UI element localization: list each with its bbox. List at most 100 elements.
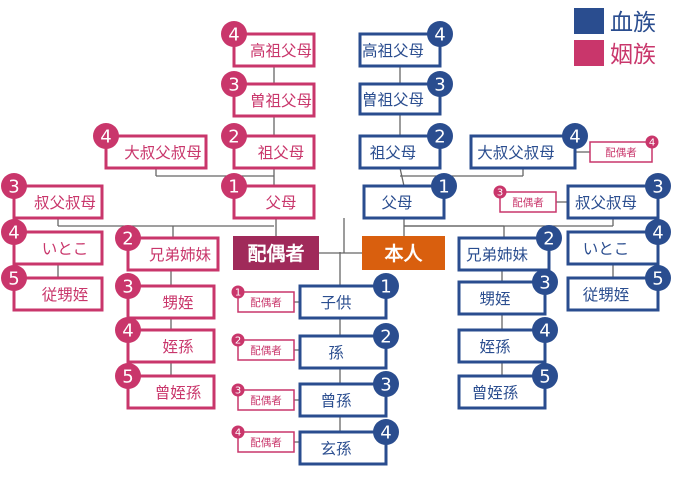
node-box bbox=[126, 328, 216, 364]
degree-number: 3 bbox=[122, 277, 133, 298]
degree-number: 4 bbox=[228, 25, 239, 46]
degree-number: 3 bbox=[434, 75, 445, 96]
node-box bbox=[457, 374, 547, 410]
degree-number: 1 bbox=[438, 177, 449, 198]
degree-number: 2 bbox=[380, 327, 391, 348]
degree-badge bbox=[532, 363, 558, 389]
node-b-teison: 姪孫4 bbox=[457, 317, 558, 364]
node-box bbox=[237, 389, 295, 411]
node-s-mago: 配偶者 2 bbox=[231, 333, 295, 361]
degree-badge bbox=[231, 425, 245, 439]
degree-badge bbox=[373, 419, 399, 445]
node-label: 配偶者 bbox=[512, 196, 544, 209]
degree-number: 2 bbox=[543, 229, 554, 250]
node-box bbox=[126, 374, 216, 410]
legend-item-inlaw: 姻族 bbox=[574, 40, 656, 68]
degree-number: 5 bbox=[652, 269, 663, 290]
node-box bbox=[499, 191, 557, 213]
node-b-himago: 曾孫 3 bbox=[298, 371, 399, 418]
degree-number: 3 bbox=[380, 375, 391, 396]
degree-badge bbox=[93, 123, 119, 149]
legend-label: 血族 bbox=[610, 10, 656, 36]
node-s-ko: 配偶者 1 bbox=[231, 285, 295, 313]
node-box bbox=[298, 382, 388, 418]
degree-badge bbox=[532, 269, 558, 295]
node-b-fubo: 父母 1 bbox=[362, 173, 457, 220]
node-box bbox=[457, 328, 547, 364]
node-box bbox=[589, 141, 653, 163]
degree-number: 4 bbox=[380, 423, 391, 444]
degree-badge bbox=[645, 135, 659, 149]
node-box bbox=[237, 291, 295, 313]
node-label: 本人 bbox=[384, 242, 423, 265]
node-label: 叔父叔母 bbox=[34, 194, 96, 212]
node-label: 父母 bbox=[265, 194, 296, 212]
node-box bbox=[566, 184, 660, 220]
degree-number: 2 bbox=[122, 229, 133, 250]
degree-number: 3 bbox=[228, 75, 239, 96]
degree-number: 4 bbox=[100, 127, 111, 148]
degree-badge bbox=[645, 265, 671, 291]
degree-badge bbox=[221, 173, 247, 199]
degree-badge bbox=[231, 333, 245, 347]
node-label: 配偶者 bbox=[247, 242, 304, 265]
node-label: 曾孫 bbox=[320, 392, 351, 410]
degree-number: 4 bbox=[539, 321, 550, 342]
degree-number: 5 bbox=[539, 367, 550, 388]
degree-number: 2 bbox=[235, 336, 241, 347]
node-label: 子供 bbox=[320, 294, 351, 312]
degree-badge bbox=[115, 225, 141, 251]
legend-swatch bbox=[574, 40, 604, 66]
node-label: 父母 bbox=[381, 194, 412, 212]
node-label: 甥姪 bbox=[479, 290, 510, 308]
node-label: 配偶者 bbox=[250, 394, 282, 407]
degree-number: 1 bbox=[380, 277, 391, 298]
node-box bbox=[457, 280, 547, 316]
node-label: いとこ bbox=[42, 240, 89, 258]
degree-badge bbox=[645, 219, 671, 245]
node-label: 曽祖父母 bbox=[250, 92, 312, 110]
node-i-oi: 甥姪3 bbox=[115, 273, 216, 320]
degree-badge bbox=[231, 285, 245, 299]
degree-badge bbox=[115, 317, 141, 343]
degree-badge bbox=[536, 225, 562, 251]
node-honin: 本人 bbox=[362, 236, 445, 270]
node-box bbox=[566, 276, 660, 312]
degree-badge bbox=[427, 71, 453, 97]
node-box bbox=[298, 334, 388, 370]
node-label: 高祖父母 bbox=[250, 42, 312, 60]
node-i-koso: 高祖父母 4 bbox=[221, 21, 316, 68]
degree-badge bbox=[221, 123, 247, 149]
degree-number: 2 bbox=[434, 127, 445, 148]
node-label: 配偶者 bbox=[605, 146, 637, 159]
degree-badge bbox=[373, 371, 399, 397]
degree-number: 1 bbox=[228, 177, 239, 198]
node-label: 兄弟姉妹 bbox=[466, 246, 529, 264]
node-box bbox=[237, 431, 295, 453]
degree-number: 4 bbox=[569, 127, 580, 148]
node-label: 配偶者 bbox=[250, 344, 282, 357]
node-box bbox=[104, 134, 208, 170]
node-label: いとこ bbox=[583, 240, 630, 258]
degree-badge bbox=[427, 21, 453, 47]
node-b-mago: 孫2 bbox=[298, 323, 399, 370]
node-label: 曾姪孫 bbox=[155, 384, 202, 402]
node-label: 配偶者 bbox=[250, 296, 282, 309]
degree-number: 1 bbox=[235, 288, 241, 299]
node-box bbox=[232, 82, 316, 118]
